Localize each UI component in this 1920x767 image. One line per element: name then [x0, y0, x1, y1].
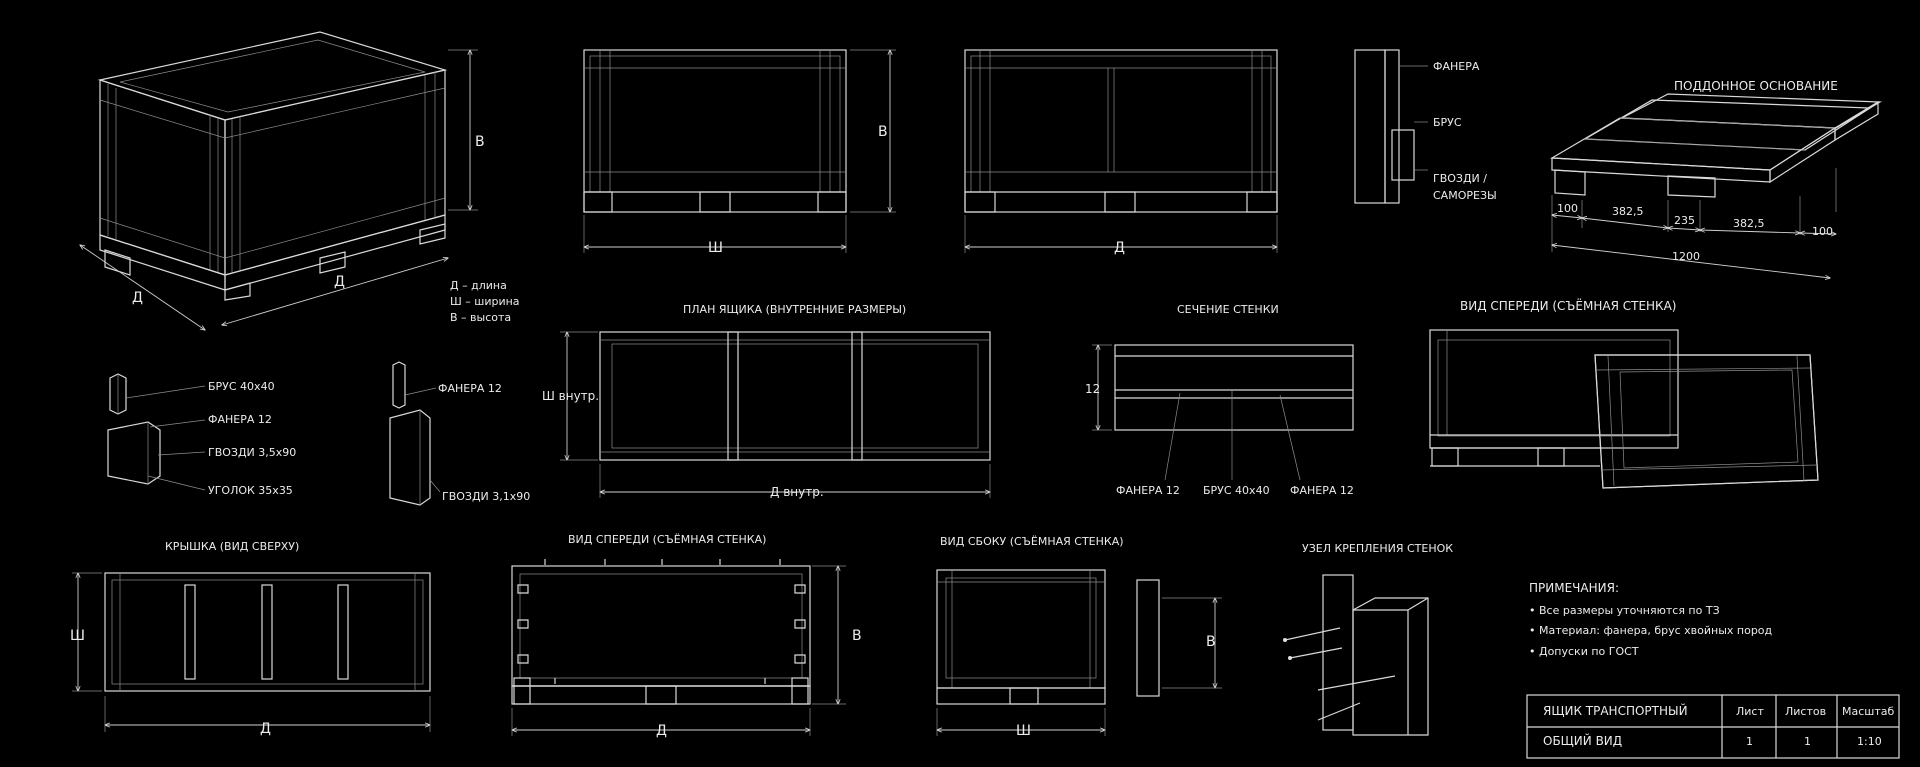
note-item: • Все размеры уточняются по ТЗ	[1529, 604, 1720, 617]
side-removable-bottom-title: ВИД СБОКУ (СЪЁМНАЯ СТЕНКА)	[940, 535, 1124, 548]
front-view-width	[583, 49, 896, 253]
legend-height: В – высота	[450, 311, 511, 324]
title-block-sheet-header: Лист	[1736, 705, 1764, 718]
front-removable-wall-bottom	[511, 559, 846, 736]
wall-plywood-left-label: ФАНЕРА 12	[1116, 484, 1180, 497]
title-block-sheets-header: Листов	[1785, 705, 1826, 718]
front-bottom-length-label: Д	[656, 723, 667, 739]
detail-plywood-label: ФАНЕРА	[1433, 60, 1480, 73]
front-removable-top-title: ВИД СПЕРЕДИ (СЪЁМНАЯ СТЕНКА)	[1460, 298, 1676, 313]
wall-beam-label: БРУС 40x40	[1203, 484, 1270, 497]
notes-title: ПРИМЕЧАНИЯ:	[1529, 581, 1619, 595]
isometric-crate	[80, 31, 478, 330]
side-bottom-width-label: Ш	[1016, 723, 1031, 739]
mat-corner-label: УГОЛОК 35x35	[208, 484, 293, 497]
mat2-plywood-label: ФАНЕРА 12	[438, 382, 502, 395]
mat2-nails-label: ГВОЗДИ 3,1x90	[442, 490, 530, 503]
materials-detail-beam	[107, 373, 206, 491]
title-block-scale-header: Масштаб	[1842, 705, 1894, 718]
pallet-dim-382-left: 382,5	[1612, 205, 1644, 218]
crate-plan	[560, 331, 991, 498]
detail-nails-label: ГВОЗДИ /	[1433, 172, 1487, 185]
mat-nails-label: ГВОЗДИ 3,5x90	[208, 446, 296, 459]
lid-width-label: Ш	[70, 628, 85, 644]
title-block	[1526, 694, 1900, 759]
front-height-label: В	[878, 124, 888, 140]
pallet-dim-382-right: 382,5	[1733, 217, 1765, 230]
iso-length-label: Д	[334, 274, 345, 290]
note-item: • Допуски по ГОСТ	[1529, 645, 1639, 658]
title-block-scale-value: 1:10	[1857, 735, 1882, 748]
pallet-base	[1549, 93, 1883, 278]
pallet-dim-100-left: 100	[1557, 202, 1578, 215]
wall-thickness-label: 12	[1085, 382, 1100, 396]
title-block-name: ЯЩИК ТРАНСПОРТНЫЙ	[1543, 703, 1688, 718]
legend-length: Д – длина	[450, 279, 507, 292]
front-removable-bottom-title: ВИД СПЕРЕДИ (СЪЁМНАЯ СТЕНКА)	[568, 533, 766, 546]
iso-height-label: В	[475, 134, 485, 150]
pallet-title: ПОДДОННОЕ ОСНОВАНИЕ	[1674, 79, 1838, 93]
pallet-dim-100-right: 100	[1812, 225, 1833, 238]
note-item: • Материал: фанера, брус хвойных пород	[1529, 624, 1773, 637]
mat-plywood-label: ФАНЕРА 12	[208, 413, 272, 426]
title-block-view: ОБЩИЙ ВИД	[1543, 733, 1622, 748]
wall-joint-detail	[1283, 574, 1429, 736]
materials-detail-plywood	[389, 361, 441, 506]
detail-beam-label: БРУС	[1433, 116, 1462, 129]
front-width-label: Ш	[708, 240, 723, 256]
lid-length-label: Д	[260, 721, 271, 737]
pallet-dim-235: 235	[1674, 214, 1695, 227]
wall-section-middle	[1092, 344, 1354, 481]
iso-width-label: Д	[132, 290, 143, 306]
legend-width: Ш – ширина	[450, 295, 520, 308]
side-view-length	[964, 49, 1278, 253]
pallet-dim-1200: 1200	[1672, 250, 1700, 263]
wall-section-detail	[1354, 49, 1428, 204]
joint-title: УЗЕЛ КРЕПЛЕНИЯ СТЕНОК	[1302, 542, 1453, 555]
title-block-sheets-value: 1	[1804, 735, 1811, 748]
lid-title: КРЫШКА (ВИД СВЕРХУ)	[165, 540, 299, 553]
plan-length-label: Д внутр.	[770, 485, 824, 499]
wall-plywood-right-label: ФАНЕРА 12	[1290, 484, 1354, 497]
detail-screws-label: САМОРЕЗЫ	[1433, 189, 1497, 202]
mat-beam-label: БРУС 40x40	[208, 380, 275, 393]
plan-width-label: Ш внутр.	[542, 389, 599, 403]
front-bottom-height-label: В	[852, 628, 862, 644]
front-removable-wall-top	[1429, 329, 1819, 489]
plan-title: ПЛАН ЯЩИКА (ВНУТРЕННИЕ РАЗМЕРЫ)	[683, 303, 906, 316]
side-removable-wall-bottom	[936, 569, 1222, 736]
lid-top-view	[72, 572, 431, 732]
title-block-sheet-value: 1	[1746, 735, 1753, 748]
side-bottom-height-label: В	[1206, 634, 1216, 650]
wall-section-title: СЕЧЕНИЕ СТЕНКИ	[1177, 303, 1279, 316]
side-length-label: Д	[1114, 240, 1125, 256]
